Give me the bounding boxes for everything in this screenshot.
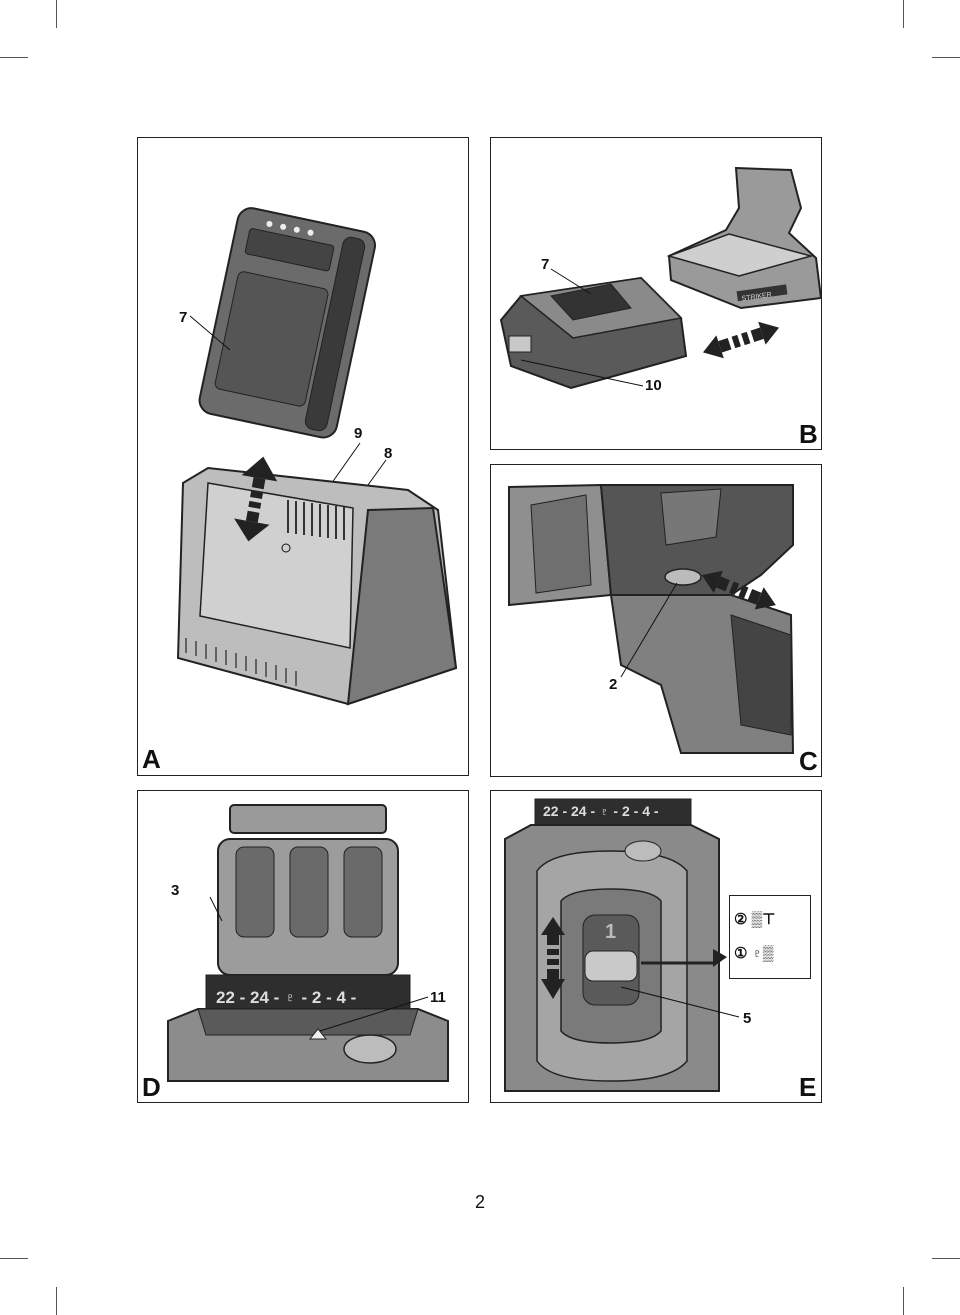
legend-row-gear-1: ① ♇▒: [734, 944, 774, 962]
panel-letter-a: A: [142, 744, 161, 774]
crop-mark: [903, 1287, 904, 1315]
callout-arrow-mark: 11: [430, 989, 446, 1006]
panel-letter-d: D: [142, 1072, 161, 1102]
gear-selector-illustration: [504, 798, 740, 1092]
battery-release-illustration: STRIKER: [499, 166, 821, 390]
crop-mark: [56, 0, 57, 28]
selector-direction-arrow: [541, 917, 565, 999]
torque-dial-scale: 22 - 24 - ♇ - 2 - 4 -: [216, 988, 357, 1007]
torque-dial-scale: 22 - 24 - ♇ - 2 - 4 -: [543, 803, 659, 819]
drill-icon: ▒⊤: [751, 911, 776, 928]
panel-b: STRIKER 7 10 B: [490, 137, 822, 450]
callout-gear-selector: 5: [743, 1010, 752, 1027]
panel-d: 22 - 24 - ♇ - 2 - 4 - 3 11 D: [137, 790, 469, 1103]
screw-icon: ♇▒: [751, 945, 774, 962]
callout-battery: 7: [541, 256, 550, 273]
callout-led: 9: [354, 425, 363, 442]
charger: [176, 466, 458, 706]
panel-c: 2 C: [490, 464, 822, 777]
crop-mark: [0, 57, 28, 58]
gear-1-label: ①: [734, 945, 748, 962]
torque-collar-illustration: [167, 804, 449, 1082]
brand-logo: STRIKER: [741, 292, 772, 303]
gear-indicator: 1: [605, 921, 617, 943]
crop-mark: [0, 1258, 28, 1259]
callout-chuck: 3: [171, 882, 180, 899]
callout-charger: 8: [384, 445, 393, 462]
callout-direction-switch: 2: [609, 676, 618, 693]
gear-2-label: ②: [734, 911, 748, 928]
legend-row-gear-2: ② ▒⊤: [734, 910, 775, 928]
panel-letter-b: B: [799, 419, 818, 449]
page-number: 2: [474, 1192, 485, 1212]
gear-legend: ② ▒⊤ ① ♇▒: [729, 895, 811, 979]
switch-direction-arrow: [701, 570, 776, 610]
insert-direction-arrow: [234, 456, 278, 542]
callout-battery: 7: [179, 309, 188, 326]
panel-e: 22 - 24 - ♇ - 2 - 4 - 1 ② ▒⊤ ① ♇▒ 5 E: [490, 790, 822, 1103]
battery-pack: [198, 207, 376, 439]
callout-release-button: 10: [645, 377, 662, 394]
crop-mark: [932, 57, 960, 58]
crop-mark: [56, 1287, 57, 1315]
crop-mark: [932, 1258, 960, 1259]
crop-mark: [903, 0, 904, 28]
panel-letter-c: C: [799, 746, 818, 776]
panel-letter-e: E: [799, 1072, 817, 1102]
panel-a: 7 9 8 A: [137, 137, 469, 776]
battery-charger-illustration: [176, 207, 458, 706]
slide-direction-arrow: [702, 321, 780, 359]
direction-switch-illustration: [508, 483, 795, 754]
